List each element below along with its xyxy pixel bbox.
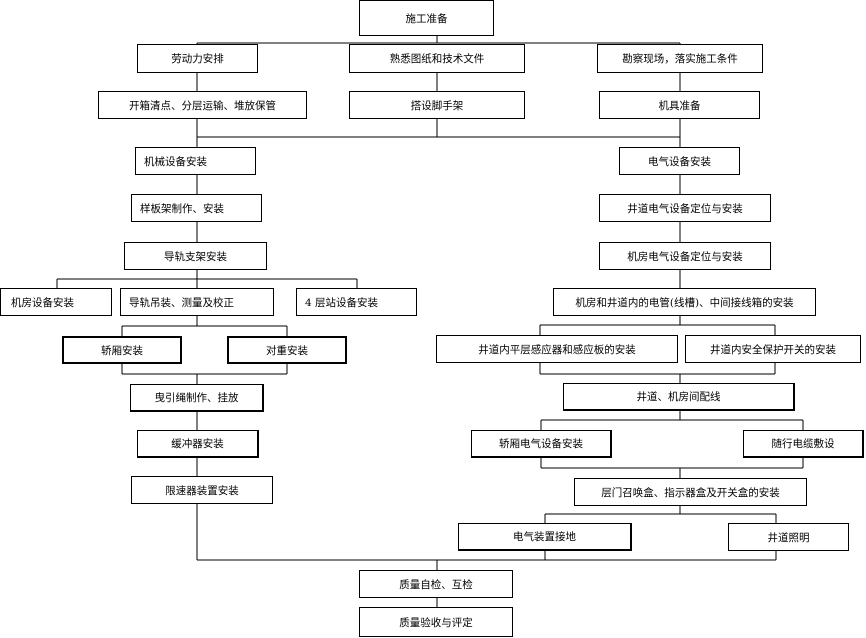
node-drawings: 熟悉图纸和技术文件	[349, 44, 525, 73]
node-rope: 曳引绳制作、挂放	[130, 384, 264, 412]
node-rail-hoist: 导轨吊装、测量及校正	[120, 288, 274, 316]
node-tools: 机具准备	[599, 91, 760, 119]
node-start: 施工准备	[359, 0, 494, 36]
node-car-install: 轿厢安装	[62, 336, 182, 364]
node-elec-install: 电气设备安装	[619, 147, 740, 175]
node-conduit: 机房和井道内的电管(线槽)、中间接线箱的安装	[553, 288, 816, 316]
node-landing-station: 4 层站设备安装	[296, 288, 417, 316]
node-counterweight: 对重安装	[227, 336, 347, 364]
node-trailing-cable: 随行电缆敷设	[743, 430, 864, 458]
node-shaft-lighting: 井道照明	[728, 523, 849, 551]
node-acceptance: 质量验收与评定	[359, 607, 513, 637]
node-call-box: 层门召唤盒、指示器盒及开关盒的安装	[574, 478, 807, 506]
node-buffer: 缓冲器安装	[137, 430, 259, 458]
node-mech-install: 机械设备安装	[135, 147, 256, 175]
node-template-frame: 样板架制作、安装	[131, 194, 262, 222]
node-car-elec: 轿厢电气设备安装	[471, 430, 612, 458]
node-self-check: 质量自检、互检	[359, 570, 513, 598]
node-wiring: 井道、机房间配线	[563, 383, 795, 411]
node-survey: 勘察现场，落实施工条件	[597, 44, 763, 73]
node-grounding: 电气装置接地	[458, 523, 632, 551]
node-machine-room: 机房设备安装	[0, 288, 112, 316]
node-governor: 限速器装置安装	[131, 476, 273, 504]
node-leveling-sensor: 井道内平层感应器和感应板的安装	[436, 335, 678, 363]
node-rail-bracket: 导轨支架安装	[124, 242, 267, 270]
node-unpack: 开箱清点、分层运输、堆放保管	[98, 91, 307, 119]
node-labor: 劳动力安排	[137, 44, 258, 73]
node-scaffold: 搭设脚手架	[349, 91, 525, 119]
node-safety-switch: 井道内安全保护开关的安装	[685, 335, 861, 363]
node-room-elec: 机房电气设备定位与安装	[599, 242, 771, 270]
node-shaft-elec: 井道电气设备定位与安装	[599, 194, 771, 222]
